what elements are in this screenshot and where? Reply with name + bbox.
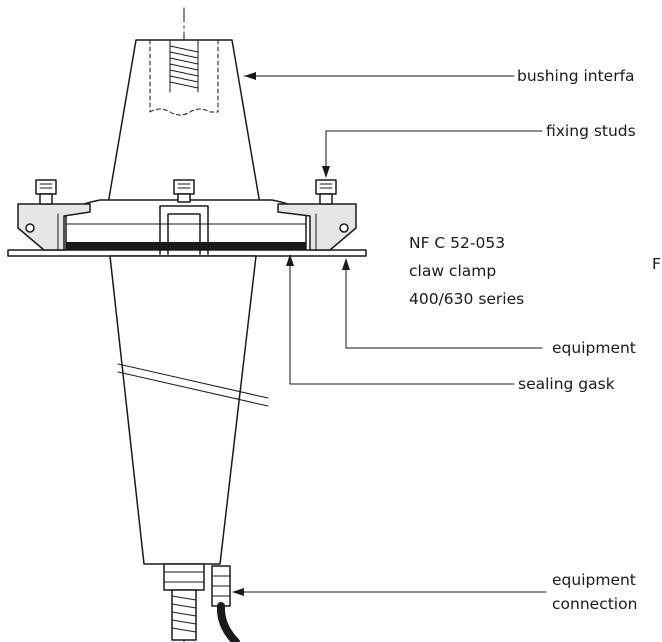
center-stirrup [159,205,209,255]
bottom-threaded-stud [171,589,197,641]
leader-fixing-studs [322,130,543,178]
right-bracket-hole [339,223,349,233]
left-claw-bracket [17,203,91,251]
break-line [117,363,269,407]
leader-equipment-connection [232,588,547,596]
left-bracket-hole [25,223,35,233]
lower-cone [109,255,257,565]
leader-equipment [342,258,543,349]
label-bushing-interface: bushing interfa [517,67,635,85]
label-sealing-gasket: sealing gask [518,375,615,393]
connection-lug [211,565,231,607]
bushing-insert [149,39,219,116]
label-equipment-connection-1: equipment [552,571,636,589]
label-fixing-studs: fixing studs [546,122,636,140]
label-clamp-standard: NF C 52-053 [409,234,506,252]
gasket [66,242,306,250]
label-side-letter: F [652,255,661,273]
threaded-insert [169,39,199,93]
right-claw-bracket [277,203,357,251]
label-equipment: equipment [552,339,636,357]
center-fixing-stud [173,179,195,203]
bottom-hex-nut [163,563,205,591]
label-clamp-series: 400/630 series [409,290,525,308]
right-fixing-stud [315,179,337,205]
label-equipment-connection-2: connection [552,595,638,613]
leader-sealing-gasket [286,254,515,385]
left-fixing-stud [35,179,57,205]
cable [216,602,240,642]
label-clamp-type: claw clamp [409,262,497,280]
mounting-plate [7,249,367,257]
leader-bushing-interface [243,72,515,80]
